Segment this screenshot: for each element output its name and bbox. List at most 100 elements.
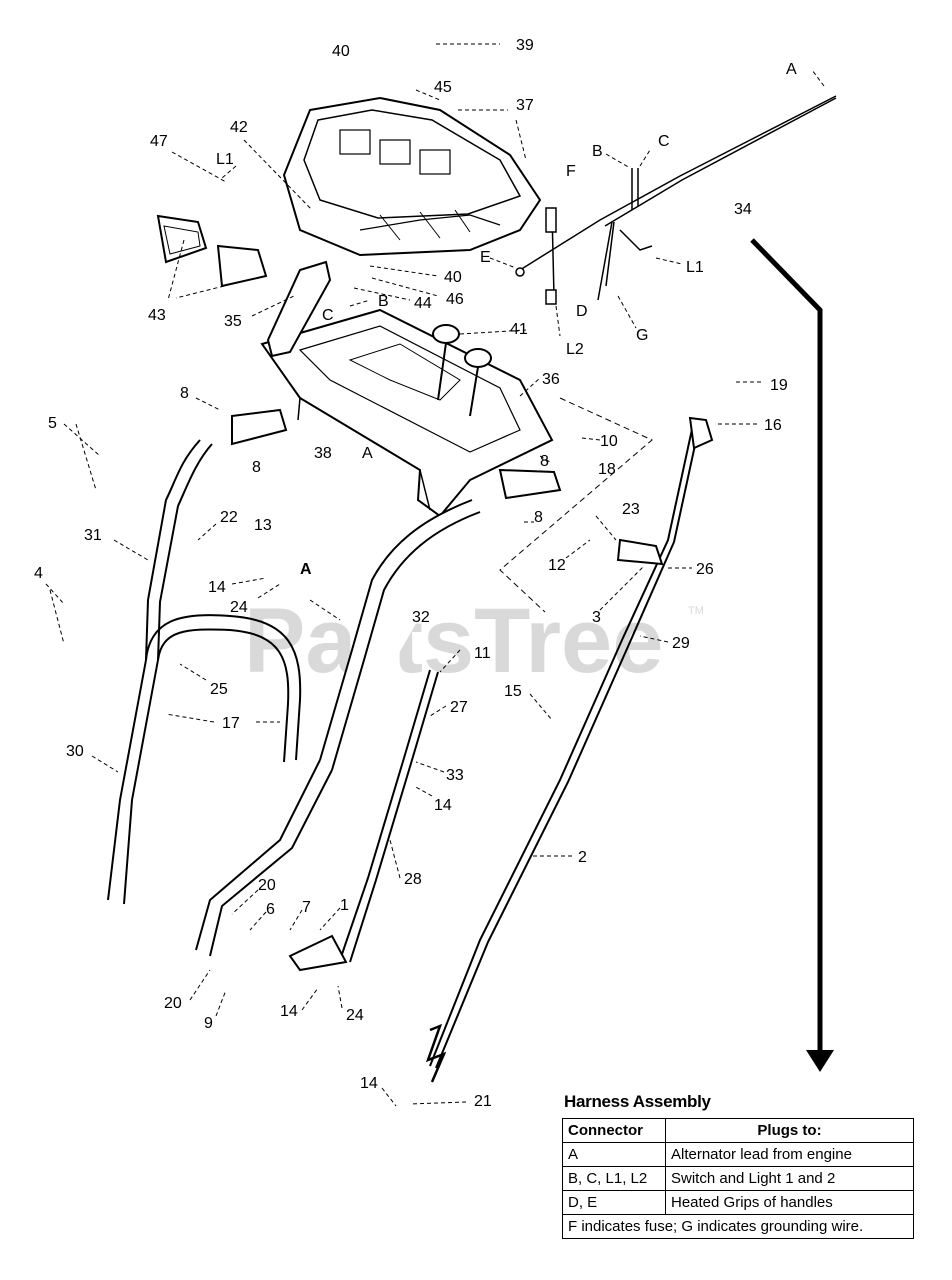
callout-22: 22 bbox=[220, 509, 238, 526]
callout-33: 33 bbox=[446, 767, 464, 784]
callout-15: 15 bbox=[504, 683, 522, 700]
connector-cell: B, C, L1, L2 bbox=[562, 1166, 666, 1191]
callout-28: 28 bbox=[404, 871, 422, 888]
connector-cell: A bbox=[562, 1142, 666, 1167]
callout-8-frame: 8 bbox=[540, 453, 549, 470]
callout-14-crank: 14 bbox=[280, 1003, 298, 1020]
plugs-to-cell: Heated Grips of handles bbox=[665, 1190, 914, 1215]
handle-right-upper bbox=[145, 408, 562, 771]
callout-a: A bbox=[786, 61, 797, 78]
table-row: B, C, L1, L2 Switch and Light 1 and 2 bbox=[562, 1166, 914, 1191]
callout-17: 17 bbox=[222, 715, 240, 732]
harness-title: Harness Assembly bbox=[564, 1092, 711, 1111]
callout-16: 16 bbox=[764, 417, 782, 434]
shift-levers bbox=[432, 324, 492, 417]
watermark: PartsTree bbox=[244, 590, 663, 692]
callout-29: 29 bbox=[672, 635, 690, 652]
callout-g: G bbox=[636, 327, 648, 344]
callout-25: 25 bbox=[210, 681, 228, 698]
callout-46: 46 bbox=[446, 291, 464, 308]
callout-35: 35 bbox=[224, 313, 242, 330]
callout-4: 4 bbox=[34, 565, 43, 582]
callout-42: 42 bbox=[230, 119, 248, 136]
callout-21: 21 bbox=[474, 1093, 492, 1110]
table-row: D, E Heated Grips of handles bbox=[562, 1190, 914, 1215]
callout-47: 47 bbox=[150, 133, 168, 150]
leader-lines bbox=[45, 43, 825, 1107]
harness-table: Connector Plugs to: A Alternator lead fr… bbox=[562, 1118, 914, 1239]
harness-header-row: Connector Plugs to: bbox=[562, 1118, 914, 1143]
callout-40: 40 bbox=[332, 43, 350, 60]
callout-5: 5 bbox=[48, 415, 57, 432]
callout-labels: 40 39 A 45 37 47 42 L1 B C F 34 E L1 40 … bbox=[34, 37, 797, 1110]
table-row: A Alternator lead from engine bbox=[562, 1142, 914, 1167]
callout-24-crank: 24 bbox=[346, 1007, 364, 1024]
callout-a-frame: A bbox=[362, 445, 373, 462]
bracket-35 bbox=[266, 260, 332, 358]
callout-40-console: 40 bbox=[444, 269, 462, 286]
callout-45: 45 bbox=[434, 79, 452, 96]
callout-b-switch: B bbox=[378, 293, 389, 310]
header-plugs-to: Plugs to: bbox=[665, 1118, 914, 1143]
callout-3: 3 bbox=[592, 609, 601, 626]
callout-44: 44 bbox=[414, 295, 432, 312]
callout-26: 26 bbox=[696, 561, 714, 578]
callout-41: 41 bbox=[510, 321, 528, 338]
harness-region-outline bbox=[499, 397, 653, 613]
harness-pointer-arrow bbox=[750, 238, 834, 1072]
dashboard-console bbox=[282, 96, 542, 257]
harness-note: F indicates fuse; G indicates grounding … bbox=[562, 1214, 914, 1239]
callout-e: E bbox=[480, 249, 491, 266]
callout-20-lower: 20 bbox=[164, 995, 182, 1012]
callout-23: 23 bbox=[622, 501, 640, 518]
callout-14-bottom: 14 bbox=[360, 1075, 378, 1092]
header-connector: Connector bbox=[562, 1118, 666, 1143]
callout-31: 31 bbox=[84, 527, 102, 544]
callout-30: 30 bbox=[66, 743, 84, 760]
callout-10: 10 bbox=[600, 433, 618, 450]
callout-24: 24 bbox=[230, 599, 248, 616]
crank-rod bbox=[288, 669, 439, 972]
callout-12: 12 bbox=[548, 557, 566, 574]
callout-8-right: 8 bbox=[534, 509, 543, 526]
callout-13: 13 bbox=[254, 517, 272, 534]
callout-27: 27 bbox=[450, 699, 468, 716]
light-assembly bbox=[156, 214, 268, 288]
callout-6: 6 bbox=[266, 901, 275, 918]
callout-b: B bbox=[592, 143, 603, 160]
callout-2: 2 bbox=[578, 849, 587, 866]
connector-cell: D, E bbox=[562, 1190, 666, 1215]
harness-note-row: F indicates fuse; G indicates grounding … bbox=[562, 1214, 914, 1239]
callout-7: 7 bbox=[302, 899, 311, 916]
callout-11: 11 bbox=[474, 645, 491, 662]
callout-34: 34 bbox=[734, 201, 752, 218]
callout-19: 19 bbox=[770, 377, 788, 394]
callout-36: 36 bbox=[542, 371, 560, 388]
callout-9: 9 bbox=[204, 1015, 213, 1032]
callout-38: 38 bbox=[314, 445, 332, 462]
callout-f: F bbox=[566, 163, 576, 180]
callout-43: 43 bbox=[148, 307, 166, 324]
callout-14: 14 bbox=[208, 579, 226, 596]
callout-1: 1 bbox=[340, 897, 349, 914]
callout-8: 8 bbox=[180, 385, 189, 402]
callout-l2: L2 bbox=[566, 341, 584, 358]
callout-8-grip: 8 bbox=[252, 459, 261, 476]
callout-39: 39 bbox=[516, 37, 534, 54]
wire-harness bbox=[515, 95, 837, 305]
handle-lower-frame bbox=[107, 614, 333, 957]
callout-14-rod: 14 bbox=[434, 797, 452, 814]
callout-32: 32 bbox=[412, 609, 430, 626]
callout-c: C bbox=[658, 133, 670, 150]
callout-d: D bbox=[576, 303, 588, 320]
callout-37: 37 bbox=[516, 97, 534, 114]
callout-l1: L1 bbox=[216, 151, 234, 168]
plugs-to-cell: Switch and Light 1 and 2 bbox=[665, 1166, 914, 1191]
callout-20: 20 bbox=[258, 877, 276, 894]
chute-rod bbox=[425, 416, 714, 1083]
plugs-to-cell: Alternator lead from engine bbox=[665, 1142, 914, 1167]
callout-a-bracket: A bbox=[300, 561, 312, 578]
callout-l1-harness: L1 bbox=[686, 259, 704, 276]
harness-assembly-legend: Harness Assembly Connector Plugs to: A A… bbox=[562, 1092, 914, 1239]
